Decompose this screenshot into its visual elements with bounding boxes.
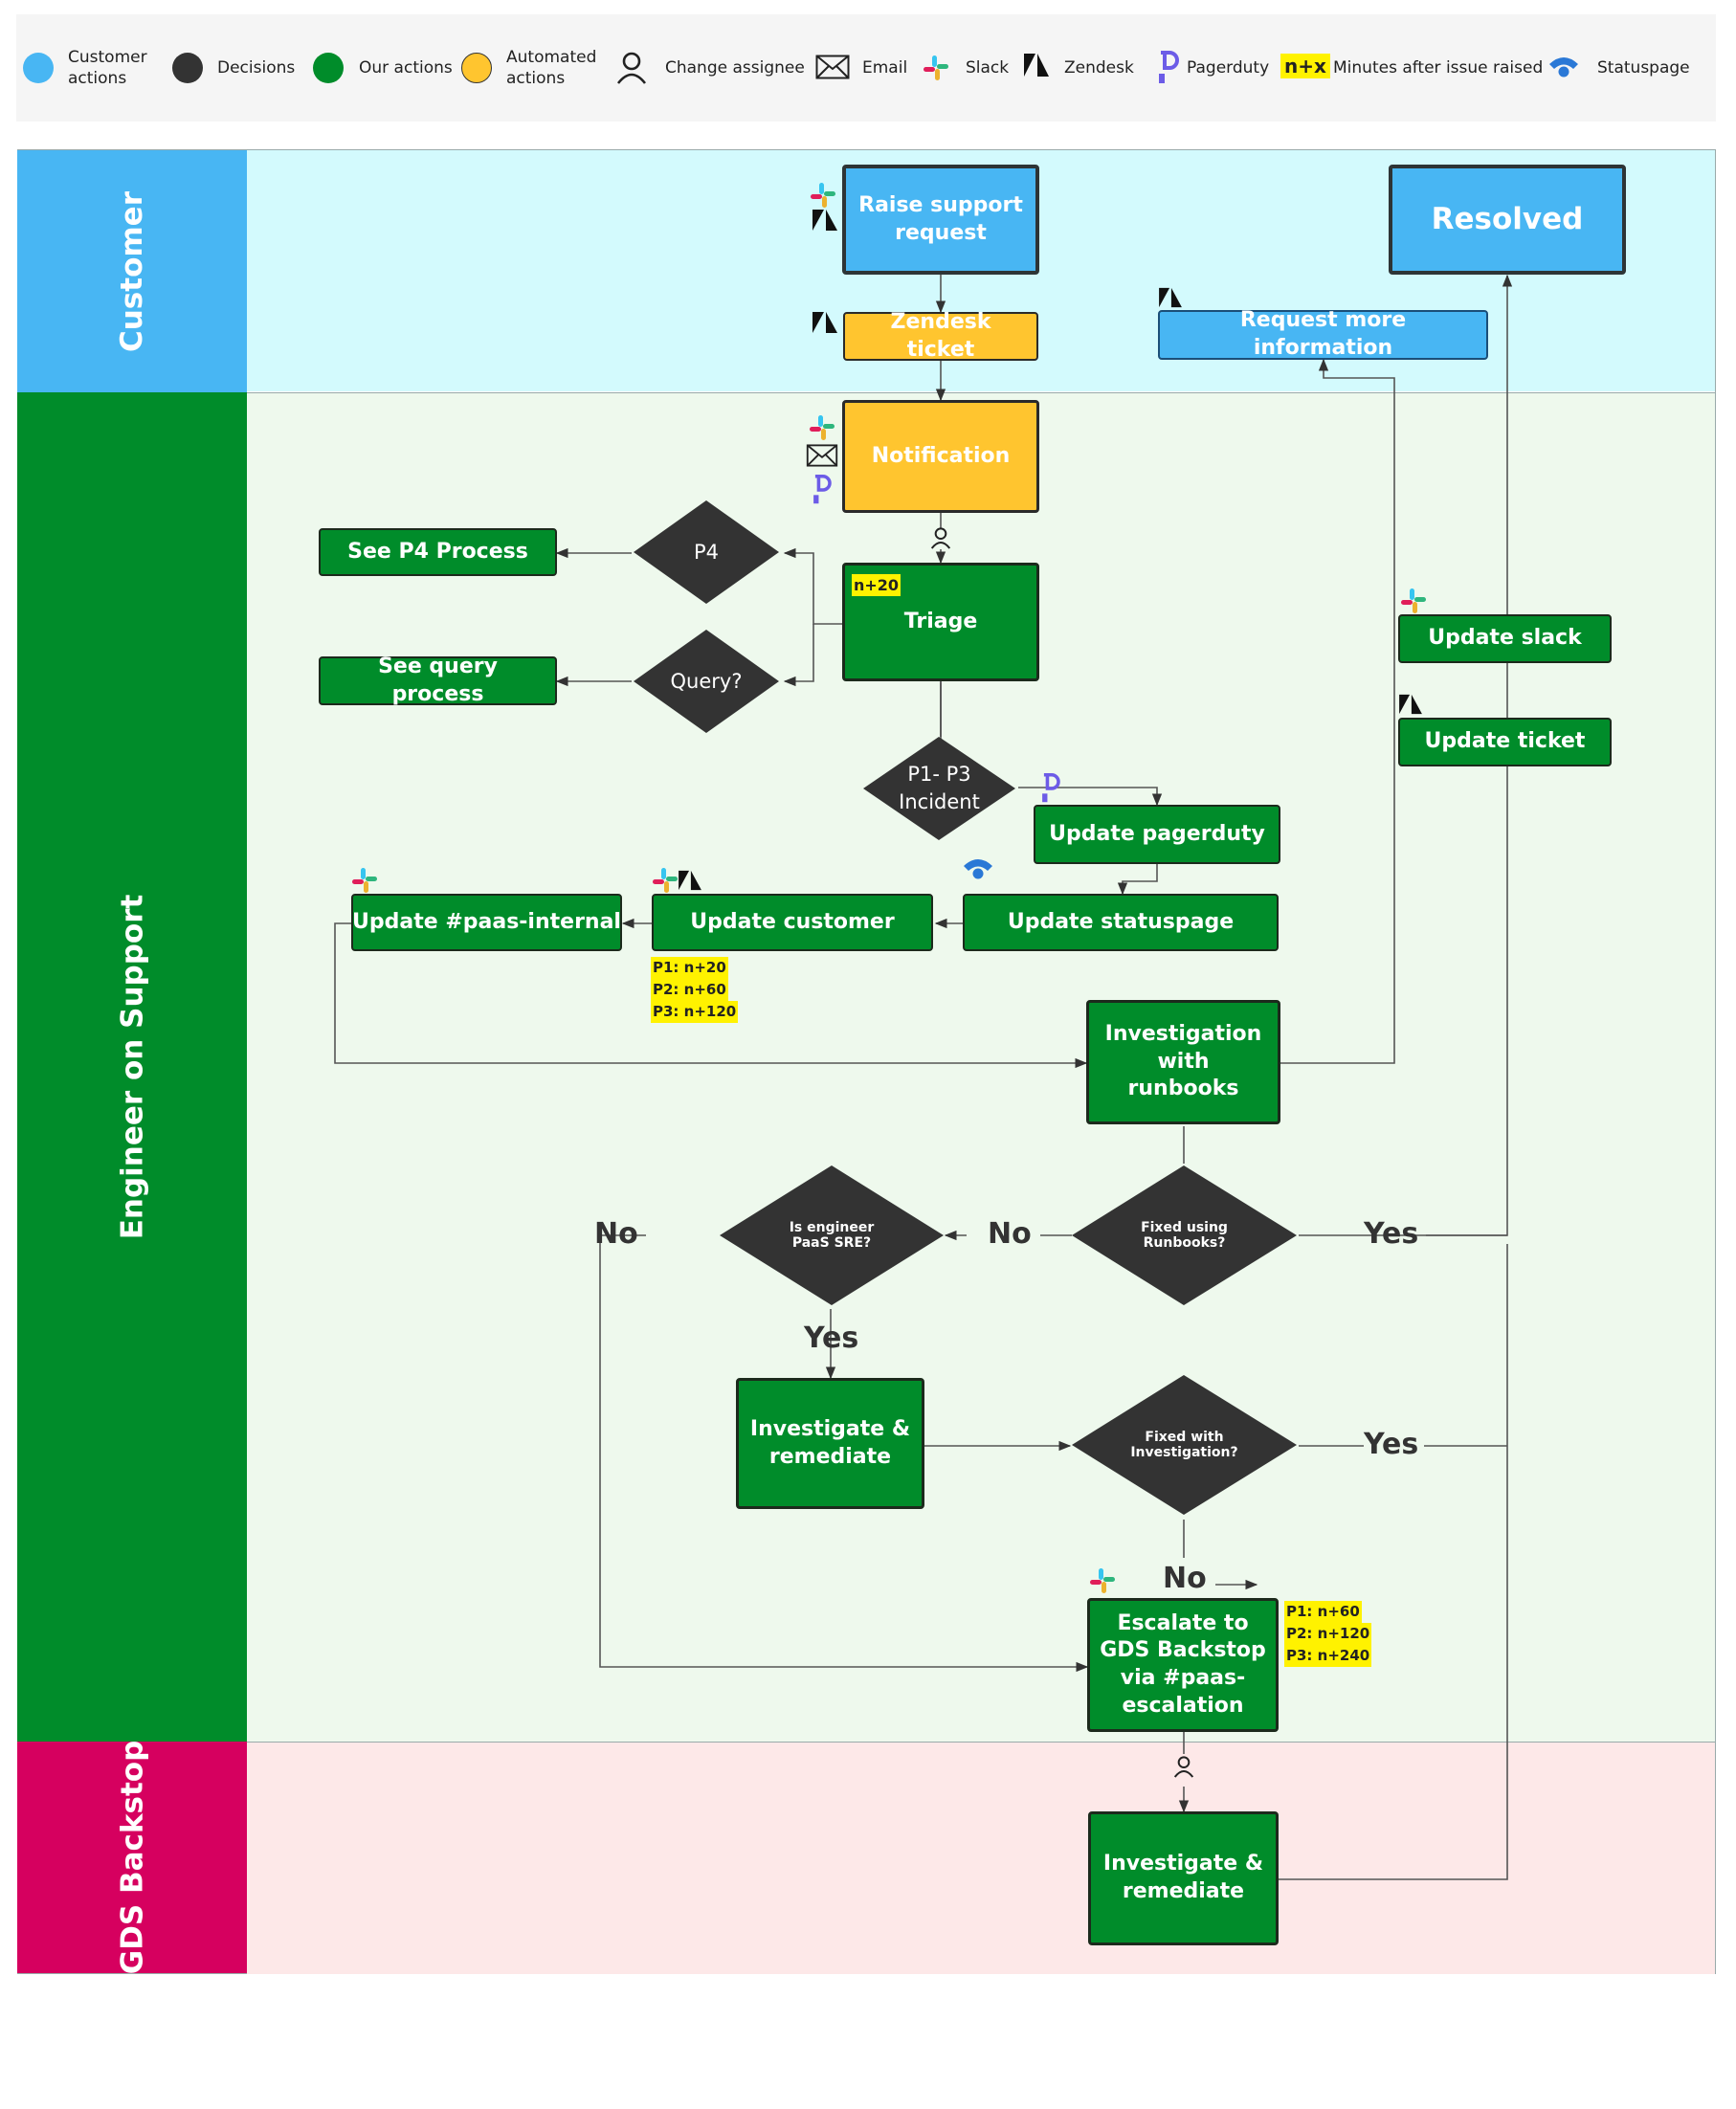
label-no-investigation: No — [1163, 1562, 1207, 1595]
zendesk-ticket-node: Zendesk ticket — [843, 310, 1038, 362]
triage-node: Triage — [842, 563, 1039, 681]
raise-support-request-node: Raise support request — [842, 165, 1039, 275]
change-assignee-icon — [1173, 1756, 1194, 1778]
legend-automated-actions: Automated actions — [506, 48, 597, 88]
pagerduty-icon — [1159, 51, 1179, 83]
fixed-with-investigation-decision: Fixed with Investigation? — [1070, 1373, 1299, 1517]
customer-p1-time: P1: n+20 — [651, 957, 728, 979]
change-assignee-icon — [930, 527, 951, 549]
label-no-sre: No — [594, 1217, 638, 1251]
label-yes-runbooks: Yes — [1364, 1217, 1419, 1251]
request-more-information-node: Request more information — [1158, 308, 1488, 360]
legend-slack: Slack — [966, 58, 1010, 78]
legend-minutes: Minutes after issue raised — [1333, 58, 1544, 78]
pagerduty-icon — [1042, 773, 1060, 803]
slack-icon — [1401, 588, 1426, 613]
minutes-badge: n+x — [1280, 54, 1330, 78]
escalate-to-backstop-node: Escalate to GDS Backstop via #paas-escal… — [1087, 1598, 1279, 1732]
zendesk-icon — [1159, 287, 1182, 308]
update-slack-node: Update slack — [1398, 614, 1612, 663]
email-icon — [806, 444, 838, 467]
automated-actions-swatch — [461, 53, 492, 83]
statuspage-icon — [1549, 57, 1578, 78]
label-yes-sre: Yes — [804, 1321, 859, 1355]
zendesk-icon — [1024, 54, 1049, 77]
slack-icon — [352, 868, 377, 893]
zendesk-icon — [812, 312, 837, 333]
legend-pagerduty: Pagerduty — [1187, 58, 1270, 78]
slack-icon — [653, 868, 678, 893]
notification-node: Notification — [842, 400, 1039, 513]
label-no-runbooks: No — [988, 1217, 1032, 1251]
legend: Customer actions Decisions Our actions A… — [16, 14, 1716, 122]
statuspage-icon — [964, 859, 992, 879]
zendesk-icon — [679, 870, 701, 891]
legend-change-assignee: Change assignee — [665, 58, 805, 78]
triage-time-badge: n+20 — [852, 574, 901, 596]
legend-customer-actions: Customer actions — [68, 48, 147, 88]
change-assignee-icon — [616, 52, 647, 84]
escalate-p3-time: P3: n+240 — [1284, 1645, 1372, 1667]
update-customer-node: Update customer — [652, 894, 933, 951]
decisions-swatch — [172, 53, 203, 83]
query-decision: Query? — [632, 628, 781, 735]
backstop-investigate-remediate-node: Investigate & remediate — [1088, 1811, 1279, 1945]
slack-icon — [810, 415, 835, 440]
see-p4-process-node: See P4 Process — [319, 528, 557, 576]
update-statuspage-node: Update statuspage — [963, 894, 1279, 951]
update-paas-internal-node: Update #paas-internal — [351, 894, 622, 951]
email-icon — [815, 55, 850, 79]
pagerduty-icon — [813, 475, 832, 504]
slack-icon — [924, 56, 948, 80]
label-yes-investigation: Yes — [1364, 1428, 1419, 1461]
zendesk-icon — [812, 210, 837, 231]
customer-p3-time: P3: n+120 — [651, 1001, 739, 1023]
our-actions-swatch — [313, 53, 344, 83]
investigate-remediate-node: Investigate & remediate — [736, 1378, 924, 1509]
update-pagerduty-node: Update pagerduty — [1034, 805, 1280, 864]
p4-decision: P4 — [632, 499, 781, 606]
legend-email: Email — [862, 58, 908, 78]
legend-statuspage: Statuspage — [1597, 58, 1690, 78]
see-query-process-node: See query process — [319, 655, 557, 706]
update-ticket-node: Update ticket — [1398, 718, 1612, 766]
backstop-lane — [247, 1742, 1715, 1974]
escalate-p2-time: P2: n+120 — [1284, 1623, 1372, 1645]
is-engineer-sre-decision: Is engineer PaaS SRE? — [718, 1164, 946, 1307]
fixed-using-runbooks-decision: Fixed using Runbooks? — [1070, 1164, 1299, 1307]
slack-icon — [1090, 1568, 1115, 1593]
zendesk-icon — [1399, 694, 1422, 715]
legend-zendesk: Zendesk — [1064, 58, 1134, 78]
slack-icon — [811, 183, 835, 208]
legend-decisions: Decisions — [217, 58, 296, 78]
lane-title-engineer: Engineer on Support — [17, 392, 247, 1742]
escalate-p1-time: P1: n+60 — [1284, 1601, 1362, 1623]
resolved-node: Resolved — [1389, 165, 1626, 275]
customer-p2-time: P2: n+60 — [651, 979, 728, 1001]
investigation-with-runbooks-node: Investigation with runbooks — [1086, 1000, 1280, 1124]
legend-our-actions: Our actions — [359, 58, 453, 78]
lane-title-backstop: GDS Backstop — [17, 1741, 247, 1974]
incident-decision: P1- P3 Incident — [861, 735, 1017, 842]
lane-title-customer: Customer — [17, 150, 247, 392]
customer-actions-swatch — [23, 53, 54, 83]
